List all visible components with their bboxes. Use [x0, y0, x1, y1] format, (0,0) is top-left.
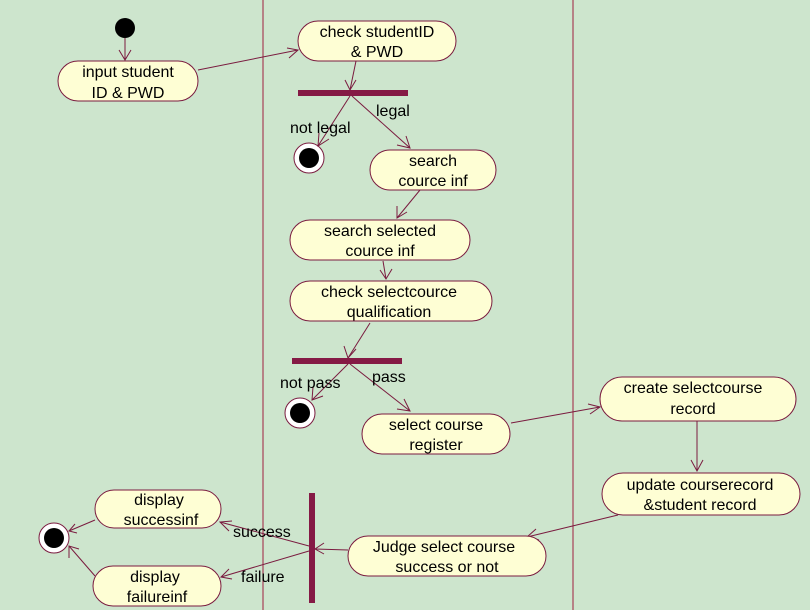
action-input-student: input student ID & PWD	[57, 60, 199, 102]
action-search-selected: search selected cource inf	[289, 219, 471, 261]
guard-failure: failure	[241, 569, 285, 586]
edge-select-to-create	[510, 406, 601, 424]
decision-bar-result	[309, 493, 315, 603]
action-display-success-line2: successinf	[124, 512, 199, 529]
arrowhead-select	[396, 398, 411, 412]
edge-check-to-bar	[349, 60, 357, 91]
action-check-select: check selectcource qualification	[289, 280, 493, 322]
action-check-select-line1: check selectcource	[321, 284, 457, 301]
guard-not-pass: not pass	[280, 375, 340, 392]
decision-bar-qualification	[292, 358, 402, 364]
action-update-record: update courserecord &student record	[601, 472, 801, 516]
arrowhead-input	[118, 49, 132, 61]
edge-judge-to-bar	[314, 548, 349, 551]
arrowhead-search	[396, 135, 411, 149]
action-select-course-line2: register	[409, 437, 463, 454]
action-select-course: select course register	[361, 413, 511, 455]
action-select-course-line1: select course	[389, 417, 483, 434]
arrowhead-final-1	[317, 132, 330, 147]
decision-bar-login	[298, 90, 408, 96]
action-display-success: display successinf	[94, 489, 222, 529]
edge-selected-to-check-select	[382, 260, 387, 280]
action-display-success-line1: display	[134, 492, 184, 509]
final-node-not-legal	[293, 142, 325, 174]
action-display-failure: display failureinf	[92, 565, 222, 607]
edge-search-to-selected	[396, 189, 421, 219]
edge-bar-to-select	[349, 363, 411, 412]
edge-bar-to-success	[219, 521, 310, 547]
action-judge: Judge select course success or not	[347, 535, 547, 577]
action-search-cource: search cource inf	[369, 149, 497, 191]
arrowhead-bar-qualification	[343, 345, 357, 359]
initial-node	[115, 18, 135, 38]
action-check-student-line1: check studentID	[320, 24, 435, 41]
action-check-student: check studentID & PWD	[297, 20, 457, 62]
arrowhead-success	[218, 520, 233, 532]
action-search-selected-line2: cource inf	[345, 243, 415, 260]
action-judge-line2: success or not	[395, 559, 499, 576]
action-search-cource-line2: cource inf	[398, 173, 468, 190]
action-check-student-line2: & PWD	[351, 44, 403, 61]
edge-bar-to-final-2	[311, 363, 349, 401]
final-node-end	[38, 522, 70, 554]
guard-success: success	[233, 524, 291, 541]
edge-bar-to-search	[351, 95, 411, 149]
action-search-cource-line1: search	[409, 153, 457, 170]
action-display-failure-line2: failureinf	[127, 589, 188, 606]
arrowhead-failure	[219, 568, 233, 580]
guard-pass: pass	[372, 369, 406, 386]
arrowheads	[68, 47, 704, 580]
final-node-not-pass	[284, 397, 316, 429]
action-input-student-line2: ID & PWD	[92, 85, 165, 102]
arrowhead-update	[690, 459, 704, 473]
edge-bar-to-failure	[220, 550, 310, 578]
guard-not-legal: not legal	[290, 120, 351, 137]
arrowhead-final-2	[311, 386, 324, 401]
action-create-record-line2: record	[670, 401, 715, 418]
edge-check-select-to-bar	[347, 322, 371, 359]
arrowhead-end-1	[68, 523, 78, 534]
edges	[68, 38, 698, 578]
action-check-select-line2: qualification	[347, 304, 432, 321]
arrowhead-check-select	[379, 268, 393, 280]
action-judge-line1: Judge select course	[373, 539, 515, 556]
arrowhead-check	[286, 47, 300, 59]
arrowhead-selected	[396, 206, 408, 219]
guard-legal: legal	[376, 103, 410, 120]
action-display-failure-line1: display	[130, 569, 180, 586]
action-input-student-line1: input student	[82, 64, 174, 81]
action-create-record-line1: create selectcourse	[624, 380, 763, 397]
edge-update-to-judge	[526, 514, 619, 538]
action-search-selected-line1: search selected	[324, 223, 436, 240]
arrowhead-end-2	[68, 545, 80, 558]
action-update-record-line2: &student record	[644, 497, 757, 514]
arrowhead-create	[587, 403, 602, 415]
action-create-record: create selectcourse record	[599, 376, 797, 422]
arrowhead-bar-result	[314, 542, 325, 555]
edge-input-to-check	[197, 49, 299, 71]
arrowhead-bar-login	[344, 79, 357, 92]
edge-success-to-end	[68, 519, 96, 532]
edge-bar-to-final-1	[317, 95, 351, 147]
edge-failure-to-end	[68, 545, 96, 577]
action-update-record-line1: update courserecord	[627, 477, 774, 494]
